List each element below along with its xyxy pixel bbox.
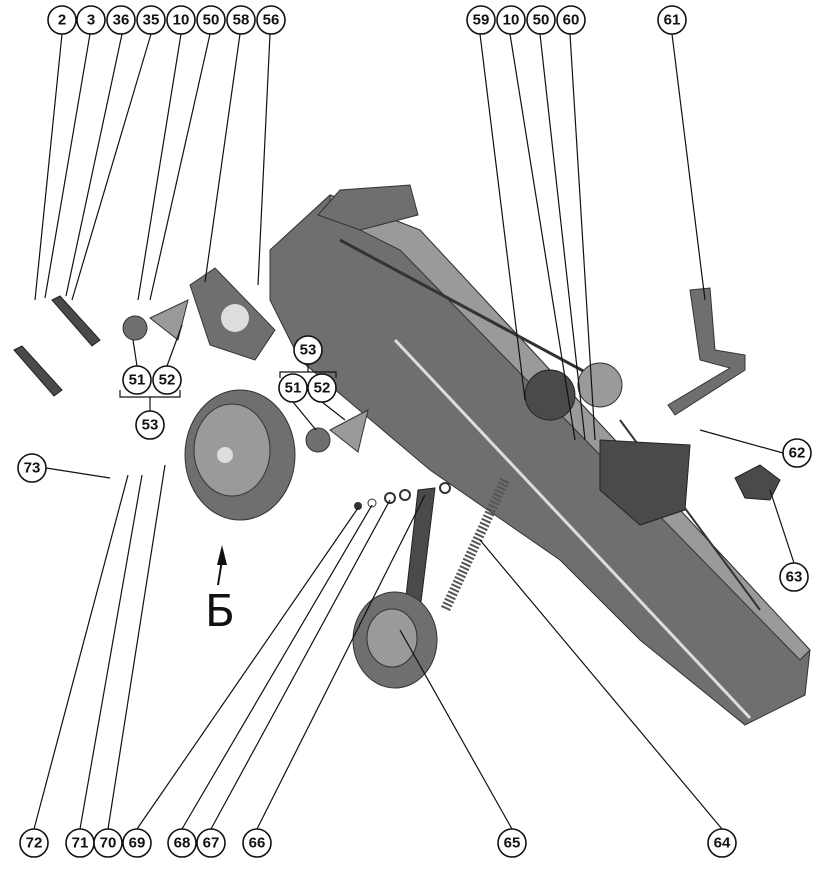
callout-51-left: 51 — [122, 365, 152, 395]
callout-52-left: 52 — [152, 365, 182, 395]
tensioner-pulley-part — [352, 487, 438, 689]
bearing-part — [122, 315, 148, 341]
svg-text:50: 50 — [203, 12, 220, 29]
frame-beam — [269, 184, 811, 726]
svg-text:71: 71 — [72, 835, 89, 852]
callout-56: 56 — [256, 5, 286, 35]
callout-61: 61 — [657, 5, 687, 35]
callout-59: 59 — [466, 5, 496, 35]
svg-text:10: 10 — [173, 12, 190, 29]
svg-text:62: 62 — [789, 445, 806, 462]
callout-35: 35 — [136, 5, 166, 35]
flange-part — [329, 409, 369, 453]
plate-part — [13, 345, 63, 397]
callout-63: 63 — [779, 562, 809, 592]
svg-text:58: 58 — [233, 12, 250, 29]
callout-69: 69 — [122, 828, 152, 858]
svg-text:36: 36 — [113, 12, 130, 29]
svg-text:64: 64 — [714, 835, 731, 852]
bracket-63-part — [734, 464, 781, 501]
callout-52-mid: 52 — [307, 373, 337, 403]
plate-part — [51, 295, 101, 347]
callout-70: 70 — [93, 828, 123, 858]
pulley-part — [184, 389, 296, 521]
svg-text:2: 2 — [58, 12, 66, 29]
callout-65: 65 — [497, 828, 527, 858]
svg-text:52: 52 — [314, 380, 331, 397]
svg-text:50: 50 — [533, 12, 550, 29]
flange-part — [149, 299, 189, 341]
callout-36: 36 — [106, 5, 136, 35]
svg-text:70: 70 — [100, 835, 117, 852]
leader-lines — [33, 33, 795, 830]
handle-part — [667, 287, 746, 416]
svg-text:51: 51 — [285, 380, 302, 397]
svg-text:66: 66 — [249, 835, 266, 852]
callout-53-mid: 53 — [293, 335, 323, 365]
callout-53-left: 53 — [135, 410, 165, 440]
callout-50: 50 — [196, 5, 226, 35]
svg-text:59: 59 — [473, 12, 490, 29]
callout-50b: 50 — [526, 5, 556, 35]
svg-text:35: 35 — [143, 12, 160, 29]
bearing-part — [305, 427, 331, 453]
view-label: Б — [205, 586, 235, 637]
callout-71: 71 — [65, 828, 95, 858]
callout-60: 60 — [556, 5, 586, 35]
svg-text:68: 68 — [174, 835, 191, 852]
callout-51-mid: 51 — [278, 373, 308, 403]
washers-part — [354, 482, 451, 510]
callout-64: 64 — [707, 828, 737, 858]
callout-3: 3 — [76, 5, 106, 35]
callout-73: 73 — [17, 453, 47, 483]
svg-text:65: 65 — [504, 835, 521, 852]
callout-10b: 10 — [496, 5, 526, 35]
svg-text:56: 56 — [263, 12, 280, 29]
svg-text:72: 72 — [26, 835, 43, 852]
svg-text:63: 63 — [786, 569, 803, 586]
svg-text:53: 53 — [300, 342, 317, 359]
callout-68: 68 — [167, 828, 197, 858]
svg-text:10: 10 — [503, 12, 520, 29]
callout-2: 2 — [47, 5, 77, 35]
svg-text:69: 69 — [129, 835, 146, 852]
callout-67: 67 — [196, 828, 226, 858]
svg-text:67: 67 — [203, 835, 220, 852]
callout-62: 62 — [782, 438, 812, 468]
svg-text:51: 51 — [129, 372, 146, 389]
callout-58: 58 — [226, 5, 256, 35]
svg-text:60: 60 — [563, 12, 580, 29]
callout-10: 10 — [166, 5, 196, 35]
svg-text:61: 61 — [664, 12, 681, 29]
svg-text:53: 53 — [142, 417, 159, 434]
callout-66: 66 — [242, 828, 272, 858]
svg-text:73: 73 — [24, 460, 41, 477]
callout-72: 72 — [19, 828, 49, 858]
svg-text:3: 3 — [87, 12, 95, 29]
svg-text:52: 52 — [159, 372, 176, 389]
